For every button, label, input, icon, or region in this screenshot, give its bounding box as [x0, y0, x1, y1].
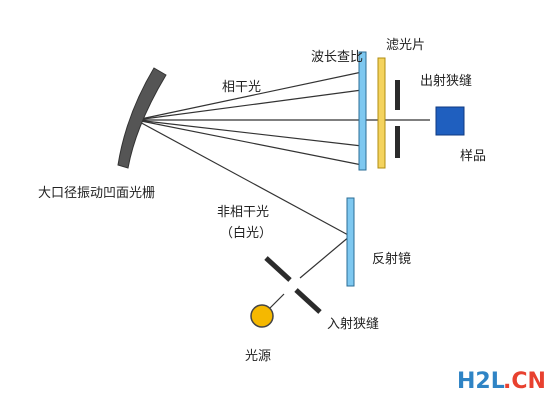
- entrance-slit-upper: [264, 256, 292, 282]
- ray-mirror-to-grating: [135, 119, 351, 237]
- light-source-bulb: [250, 304, 274, 328]
- label-noncoherent-line1: 非相干光: [217, 205, 269, 220]
- label-filter: 滤光片: [386, 38, 425, 53]
- watermark-brand: H2L: [457, 369, 505, 394]
- watermark-logo: H2L .CN: [457, 369, 546, 394]
- entrance-slit-lower: [294, 288, 322, 314]
- label-wave-plate: 波长查比: [311, 50, 363, 65]
- sample-block: [435, 106, 465, 136]
- concave-grating: [117, 67, 167, 169]
- label-exit-slit: 出射狭缝: [420, 73, 472, 89]
- label-mirror: 反射镜: [372, 251, 411, 267]
- exit-slit-bottom: [395, 126, 400, 158]
- filter: [377, 57, 386, 169]
- label-light-source: 光源: [245, 349, 271, 364]
- ray-coherent-1: [135, 71, 363, 121]
- ray-coherent-4: [135, 119, 363, 147]
- label-sample: 样品: [460, 149, 486, 164]
- mirror: [346, 197, 355, 287]
- exit-slit-top: [395, 80, 400, 110]
- label-entrance-slit: 入射狭缝: [327, 316, 379, 332]
- label-coherent: 相干光: [222, 80, 261, 95]
- ray-coherent-2: [135, 89, 363, 121]
- label-grating: 大口径振动凹面光栅: [38, 186, 155, 201]
- label-noncoherent-line2: （白光）: [220, 225, 272, 241]
- ray-coherent-5: [135, 119, 363, 166]
- rays: [135, 71, 430, 317]
- watermark-suffix: .CN: [503, 369, 546, 394]
- ray-slit-to-mirror: [299, 235, 351, 279]
- wave-plate: [358, 51, 367, 171]
